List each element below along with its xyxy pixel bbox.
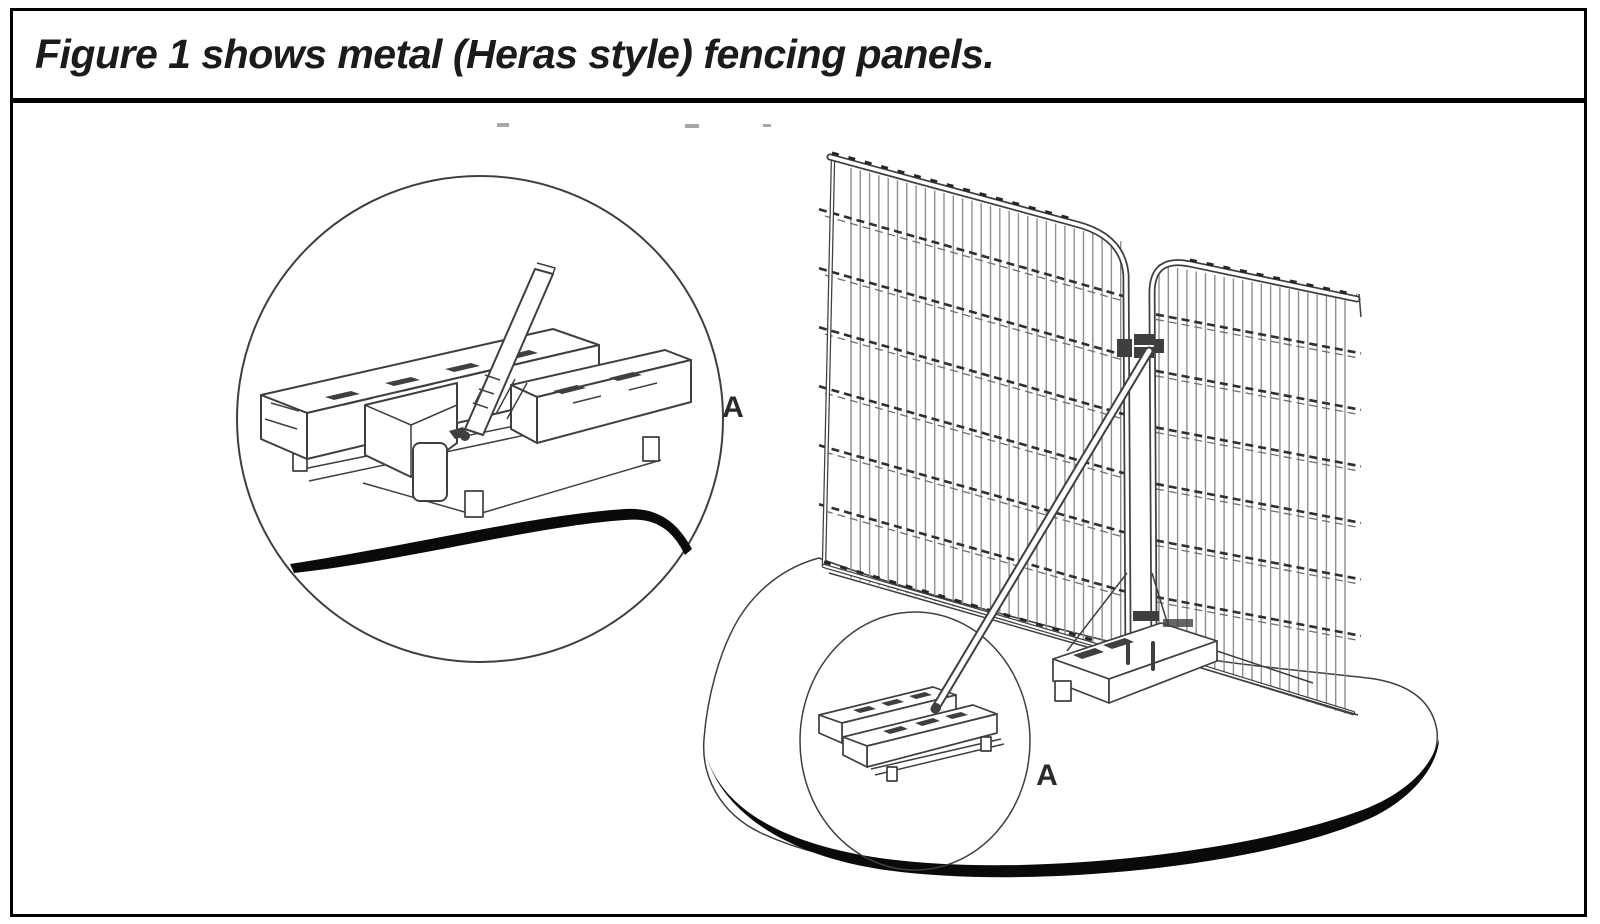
magnifier-ring-icon [799,611,1031,871]
ground-shadow-stroke [705,739,1439,878]
mesh-wire [1155,426,1362,468]
mesh-left [818,167,1126,654]
mesh-wire [1155,369,1362,412]
ground-shadow-stroke [290,508,692,573]
mesh-wire [818,385,1126,475]
foot-block-right [510,349,692,444]
mesh-wire [1155,539,1362,581]
fence-panel-left-frame [821,151,1132,653]
mesh-wire [1155,431,1358,472]
ground-outline [702,557,1439,878]
stabiliser-pole [449,262,556,441]
detail-label-right: A [1036,759,1058,792]
figure-table: Figure 1 shows metal (Heras style) fenci… [10,8,1587,917]
detail-label-left: A [722,391,744,424]
foot-block-wedge [364,382,458,502]
mesh-right [1155,264,1362,714]
mesh-wire [818,326,1126,416]
mesh-wire [1155,601,1358,641]
magnifier-ring-icon [236,175,724,663]
fence-panels [818,151,1362,716]
mesh-wire [818,208,1126,298]
mesh-wire [1155,482,1362,525]
mesh-wire [1155,375,1358,415]
foot-block-detail [818,686,1005,782]
fence-illustration: A [236,123,1439,878]
figure-caption: Figure 1 shows metal (Heras style) fenci… [35,31,995,77]
mesh-wire [1155,318,1358,359]
mesh-wire [1155,544,1358,585]
mesh-wire [818,503,1126,593]
mesh-wire [818,444,1126,534]
mesh-wire [1155,595,1362,638]
figure-caption-row: Figure 1 shows metal (Heras style) fenci… [13,11,1584,103]
mesh-wire [1155,313,1362,355]
mesh-wire [818,267,1126,357]
stabiliser-brace [930,346,1154,714]
fence-base-foot [828,572,1359,716]
mesh-wire [1155,488,1358,528]
magnifier-circle-right: A [799,611,1058,871]
scan-artifact-dashes [497,123,771,128]
magnifier-circle-left: A [236,175,744,663]
figure-image-container: A [13,103,1584,903]
